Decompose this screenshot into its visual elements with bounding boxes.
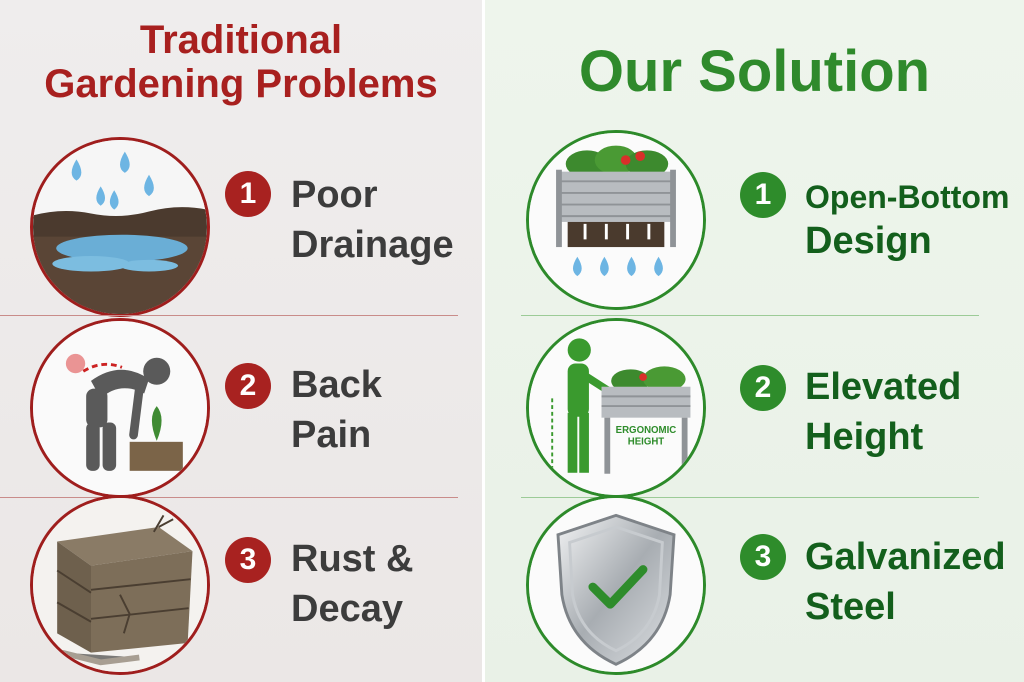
solution-divider-2 xyxy=(521,497,979,498)
problem-3-badge: 3 xyxy=(225,537,271,583)
problems-panel: Traditional Gardening Problems xyxy=(0,0,482,682)
elevated-bed-icon: ERGONOMIC HEIGHT xyxy=(526,318,706,498)
problems-divider-2 xyxy=(0,497,458,498)
problems-title-line1: Traditional xyxy=(139,18,343,62)
problem-3-line1: Rust & xyxy=(291,538,414,580)
solution-1-label: Open-Bottom Design xyxy=(805,175,1009,263)
solution-2-line2: Height xyxy=(805,416,924,458)
problems-title: Traditional Gardening Problems xyxy=(0,18,482,106)
problem-2-label: Back Pain xyxy=(291,360,382,460)
solution-3-label: Galvanized Steel xyxy=(805,532,1006,632)
panel-gap xyxy=(482,0,485,682)
solution-2-line1: Elevated xyxy=(805,366,962,408)
problems-title-line2: Gardening Problems xyxy=(44,62,438,106)
solution-1-line1: Open-Bottom xyxy=(805,179,1010,215)
back-pain-icon xyxy=(30,318,210,498)
rotten-box-icon xyxy=(30,495,210,675)
solution-2-badge: 2 xyxy=(740,365,786,411)
solution-3-badge: 3 xyxy=(740,534,786,580)
shield-check-icon xyxy=(526,495,706,675)
problem-1-badge: 1 xyxy=(225,171,271,217)
solution-panel: Our Solution xyxy=(485,0,1024,682)
solution-title: Our Solution xyxy=(578,39,931,104)
problem-2-line1: Back xyxy=(291,364,382,406)
water-puddle-icon xyxy=(30,137,210,317)
ergonomic-sign-line2: HEIGHT xyxy=(628,437,665,448)
solution-3-line1: Galvanized xyxy=(805,536,1006,578)
problem-1-label: Poor Drainage xyxy=(291,170,454,270)
problem-2-badge: 2 xyxy=(225,363,271,409)
solution-1-badge: 1 xyxy=(740,172,786,218)
problems-divider-1 xyxy=(0,315,458,316)
solution-1-line2: Design xyxy=(805,220,932,262)
solution-2-label: Elevated Height xyxy=(805,362,961,462)
problem-3-line2: Decay xyxy=(291,588,403,630)
solution-3-line2: Steel xyxy=(805,586,896,628)
problem-1-line1: Poor xyxy=(291,174,378,216)
problem-2-line2: Pain xyxy=(291,414,372,456)
problem-3-label: Rust & Decay xyxy=(291,534,413,634)
problem-1-line2: Drainage xyxy=(291,224,454,266)
ergonomic-sign-line1: ERGONOMIC xyxy=(616,425,677,436)
open-bottom-bed-icon xyxy=(526,130,706,310)
solution-divider-1 xyxy=(521,315,979,316)
